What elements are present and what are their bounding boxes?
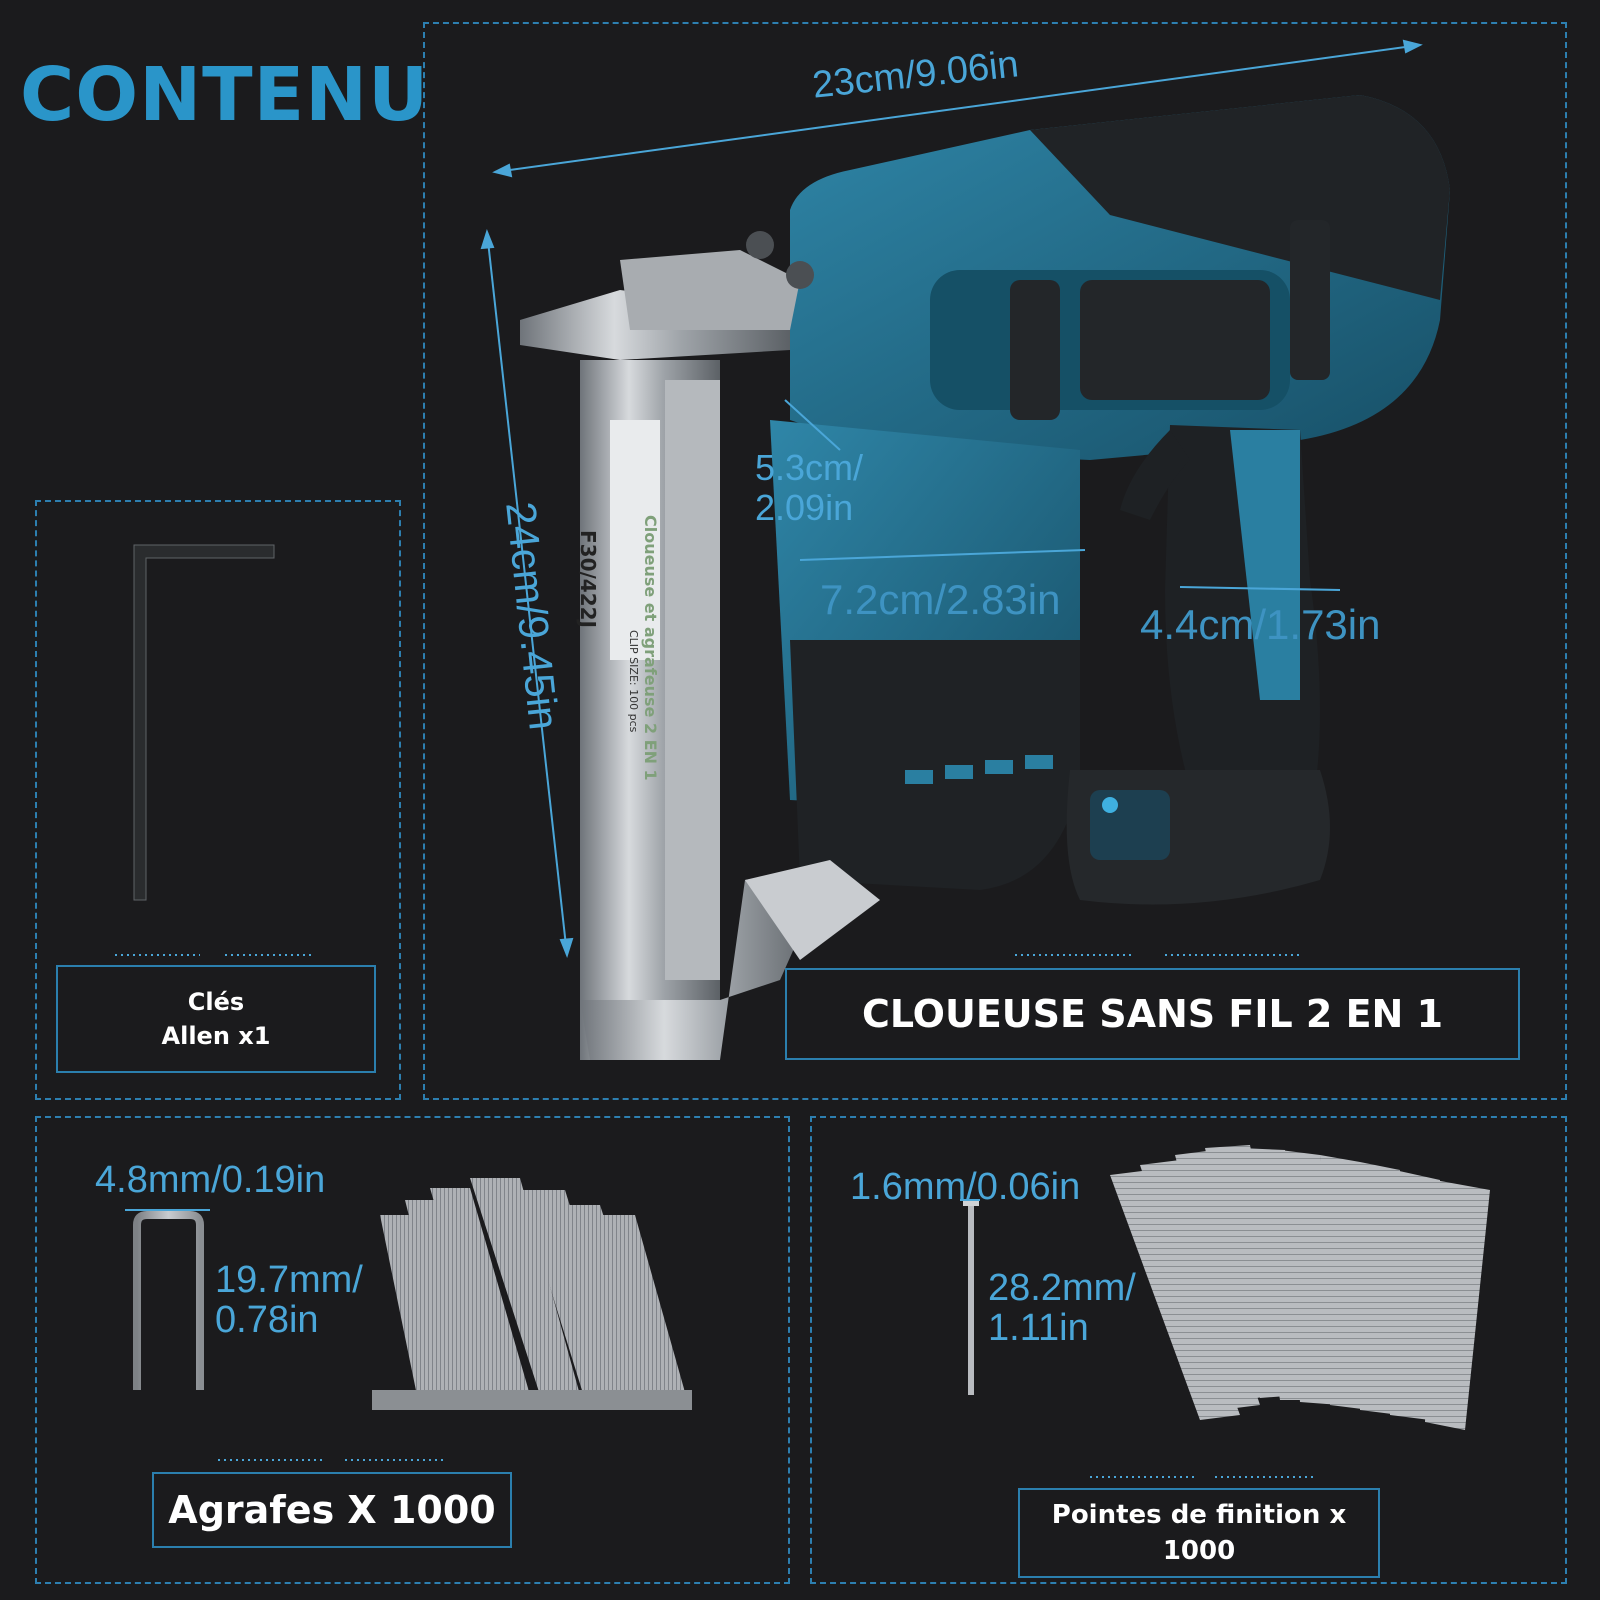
allen-key-panel <box>35 500 401 1100</box>
nails-label: Pointes de finition x 1000 <box>1018 1488 1380 1578</box>
nails-panel <box>810 1116 1567 1584</box>
single-staple-illustration <box>133 1211 204 1390</box>
staples-panel <box>35 1116 790 1584</box>
product-name-text: CLOUEUSE SANS FIL 2 EN 1 <box>861 992 1444 1036</box>
staple-strips-illustration <box>372 1178 692 1410</box>
page-title: CONTENU <box>20 52 430 138</box>
inner-dimension-lines <box>125 399 1341 1211</box>
nails-label-line2: 1000 <box>1162 1536 1236 1566</box>
staples-label: Agrafes X 1000 <box>152 1472 512 1548</box>
dimension-arrow-height <box>480 229 574 958</box>
product-name-label: CLOUEUSE SANS FIL 2 EN 1 <box>785 968 1520 1060</box>
allen-key-illustration <box>133 544 275 901</box>
allen-key-label: Clés Allen x1 <box>56 965 376 1073</box>
single-nail-illustration <box>963 1200 979 1395</box>
dimension-body-width: 7.2cm/2.83in <box>820 576 1061 623</box>
magazine-clip-text: CLIP SIZE: 100 pcs <box>627 630 640 733</box>
allen-key-label-line1: Clés <box>187 988 245 1016</box>
nail-strips-illustration <box>1110 1145 1490 1430</box>
staple-width-dimension: 4.8mm/0.19in <box>95 1159 326 1201</box>
dimension-arrow-length <box>492 39 1423 178</box>
nailer-tool-illustration <box>520 95 1450 1060</box>
nail-width-dimension: 1.6mm/0.06in <box>850 1166 1081 1208</box>
dimension-depth-in: 2.09in <box>755 487 854 528</box>
dimension-grip-width: 4.4cm/1.73in <box>1140 601 1381 648</box>
nails-label-line1: Pointes de finition x <box>1051 1500 1347 1530</box>
staple-length-line2: 0.78in <box>215 1299 319 1341</box>
magazine-model-text: F30/422J <box>576 530 600 628</box>
nail-length-line2: 1.11in <box>988 1307 1089 1349</box>
magazine-description-text: Cloueuse et agrafeuse 2 EN 1 <box>641 515 660 781</box>
allen-key-label-line2: Allen x1 <box>161 1022 271 1050</box>
dimension-depth-cm: 5.3cm/ <box>755 447 864 488</box>
nail-length-line1: 28.2mm/ <box>988 1267 1136 1309</box>
product-panel <box>423 22 1567 1100</box>
staple-length-line1: 19.7mm/ <box>215 1259 363 1301</box>
staples-label-text: Agrafes X 1000 <box>168 1488 496 1532</box>
